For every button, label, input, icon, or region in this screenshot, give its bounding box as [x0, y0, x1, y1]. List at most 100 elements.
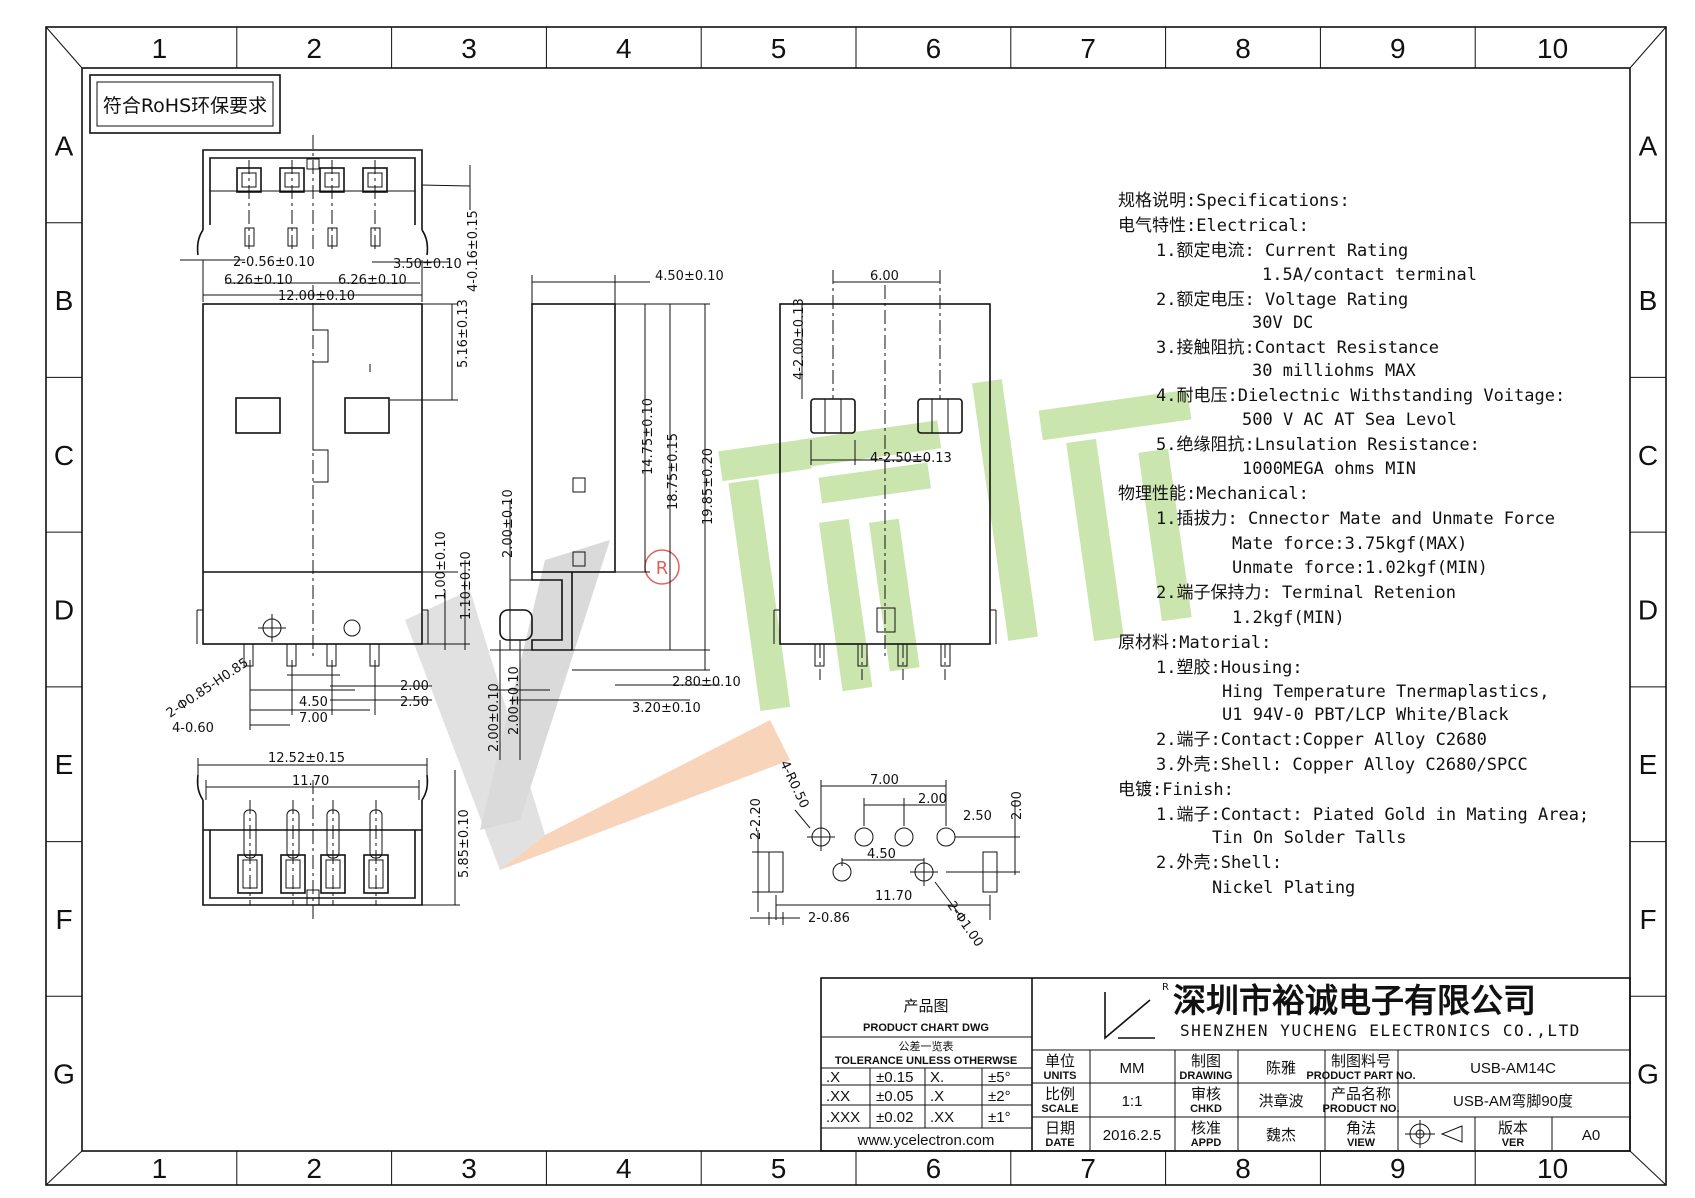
- grid-column-label: 8: [1235, 1153, 1251, 1184]
- svg-text:角法: 角法: [1346, 1120, 1376, 1137]
- svg-text:14.75±0.10: 14.75±0.10: [641, 398, 656, 475]
- spec-line: Hing Temperature Tnermaplastics,: [1222, 682, 1550, 702]
- tolerance-cell: ±0.02: [876, 1109, 913, 1126]
- spec-line: 1.2kgf(MIN): [1232, 608, 1345, 628]
- svg-text:12.52±0.15: 12.52±0.15: [268, 751, 345, 766]
- svg-text:1.00±0.10: 1.00±0.10: [434, 531, 449, 600]
- spec-line: 原材料:Matorial:: [1118, 633, 1271, 653]
- grid-row-label: F: [1639, 904, 1656, 935]
- svg-text:PRODUCT CHART DWG: PRODUCT CHART DWG: [863, 1022, 989, 1034]
- svg-text:5.85±0.10: 5.85±0.10: [457, 809, 472, 878]
- svg-text:公差一览表: 公差一览表: [899, 1039, 954, 1053]
- svg-text:2.00±0.10: 2.00±0.10: [507, 666, 522, 735]
- svg-text:3.50±0.10: 3.50±0.10: [393, 257, 462, 272]
- svg-text:2.00: 2.00: [1010, 791, 1025, 820]
- svg-text:5.16±0.13: 5.16±0.13: [456, 299, 471, 368]
- svg-text:2.00±0.10: 2.00±0.10: [501, 489, 516, 558]
- grid-column-label: 9: [1390, 1153, 1406, 1184]
- svg-text:产品名称: 产品名称: [1331, 1086, 1391, 1103]
- spec-line: 500 V AC AT Sea Levol: [1242, 410, 1457, 430]
- svg-text:6.26±0.10: 6.26±0.10: [224, 273, 293, 288]
- svg-text:陈雅: 陈雅: [1266, 1059, 1296, 1077]
- svg-text:APPD: APPD: [1191, 1137, 1222, 1149]
- svg-text:2.50: 2.50: [963, 809, 992, 824]
- grid-column-label: 10: [1537, 33, 1568, 64]
- grid-row-label: E: [1639, 749, 1658, 780]
- svg-text:7.00: 7.00: [299, 711, 328, 726]
- registered-stamp: R: [644, 549, 680, 585]
- tolerance-cell: .X: [826, 1069, 840, 1086]
- tolerance-cell: ±5°: [988, 1069, 1011, 1086]
- side-view: 4.50±0.10 14.75±0.10 18.75±0.15 19.85±0.…: [487, 269, 741, 760]
- spec-line: 电镀:Finish:: [1118, 780, 1234, 800]
- spec-line: 1.额定电流: Current Rating: [1156, 241, 1408, 261]
- svg-text:4-0.16±0.15: 4-0.16±0.15: [466, 210, 481, 292]
- grid-row-label: D: [1638, 595, 1658, 626]
- svg-text:6.26±0.10: 6.26±0.10: [338, 273, 407, 288]
- grid-row-label: C: [54, 440, 74, 471]
- spec-line: 2.外壳:Shell:: [1156, 853, 1282, 873]
- svg-text:1:1: 1:1: [1122, 1093, 1143, 1110]
- grid-column-label: 5: [771, 1153, 787, 1184]
- grid-column-label: 2: [306, 1153, 322, 1184]
- svg-text:2.80±0.10: 2.80±0.10: [672, 675, 741, 690]
- spec-line: 5.绝缘阻抗:Lnsulation Resistance:: [1156, 435, 1480, 455]
- tolerance-cell: .XX: [930, 1109, 954, 1126]
- tolerance-cell: ±0.15: [876, 1069, 913, 1086]
- watermark-brand-text: [718, 379, 1192, 712]
- top-view: 2-0.56±0.10 6.26±0.10 6.26±0.10 3.50±0.1…: [180, 135, 481, 304]
- svg-text:PRODUCT PART NO.: PRODUCT PART NO.: [1306, 1070, 1415, 1082]
- grid-column-label: 1: [152, 33, 168, 64]
- grid-column-label: 9: [1390, 33, 1406, 64]
- tolerance-cell: ±2°: [988, 1088, 1011, 1105]
- svg-text:VIEW: VIEW: [1347, 1137, 1376, 1149]
- grid-ticks: [46, 27, 1666, 1185]
- rear-view: 6.00 4-2.00±0.13 4-2.50±0.13: [773, 269, 997, 680]
- company-logo: R: [1104, 982, 1169, 1040]
- svg-text:2.00: 2.00: [400, 679, 429, 694]
- svg-text:7.00: 7.00: [870, 773, 899, 788]
- svg-text:单位: 单位: [1045, 1053, 1075, 1070]
- specifications: 规格说明:Specifications:电气特性:Electrical:1.额定…: [1118, 191, 1589, 898]
- svg-text:4-2.50±0.13: 4-2.50±0.13: [870, 451, 952, 466]
- watermark-logo: [405, 540, 790, 870]
- svg-text:制图料号: 制图料号: [1331, 1053, 1391, 1070]
- svg-text:2.00: 2.00: [918, 792, 947, 807]
- grid-column-label: 4: [616, 33, 632, 64]
- grid-row-label: A: [1639, 130, 1658, 161]
- svg-text:CHKD: CHKD: [1190, 1103, 1222, 1115]
- spec-line: U1 94V-0 PBT/LCP White/Black: [1222, 705, 1509, 725]
- spec-line: 电气特性:Electrical:: [1118, 216, 1309, 236]
- grid-column-label: 6: [926, 1153, 942, 1184]
- spec-line: 30V DC: [1252, 313, 1313, 333]
- spec-line: 2.端子保持力: Terminal Retenion: [1156, 583, 1456, 603]
- grid-row-label: E: [55, 749, 74, 780]
- svg-text:4-2.00±0.13: 4-2.00±0.13: [792, 298, 807, 380]
- spec-line: 2.端子:Contact:Copper Alloy C2680: [1156, 730, 1487, 750]
- svg-text:UNITS: UNITS: [1044, 1070, 1077, 1082]
- svg-text:日期: 日期: [1045, 1120, 1075, 1137]
- grid-column-label: 8: [1235, 33, 1251, 64]
- spec-line: 3.接触阻抗:Contact Resistance: [1156, 338, 1439, 358]
- svg-text:产品图: 产品图: [903, 998, 948, 1015]
- grid-row-label: G: [53, 1059, 75, 1090]
- tolerance-cell: .XXX: [826, 1109, 860, 1126]
- svg-text:2-0.56±0.10: 2-0.56±0.10: [233, 255, 315, 270]
- svg-text:4-0.60: 4-0.60: [172, 721, 214, 736]
- svg-text:2-Φ1.00: 2-Φ1.00: [944, 899, 986, 950]
- bottom-view: 12.52±0.15 11.70 5.85±0.10: [196, 751, 472, 920]
- spec-line: Unmate force:1.02kgf(MIN): [1232, 558, 1488, 578]
- svg-text:MM: MM: [1120, 1060, 1145, 1077]
- spec-line: Mate force:3.75kgf(MAX): [1232, 534, 1467, 554]
- svg-text:DATE: DATE: [1045, 1137, 1074, 1149]
- svg-text:4.50±0.10: 4.50±0.10: [655, 269, 724, 284]
- svg-text:11.70: 11.70: [875, 889, 912, 904]
- grid-column-label: 4: [616, 1153, 632, 1184]
- svg-text:SCALE: SCALE: [1041, 1103, 1078, 1115]
- svg-text:2-Φ0.85-H0.85: 2-Φ0.85-H0.85: [164, 655, 252, 721]
- svg-text:2016.2.5: 2016.2.5: [1103, 1127, 1161, 1144]
- grid-column-label: 10: [1537, 1153, 1568, 1184]
